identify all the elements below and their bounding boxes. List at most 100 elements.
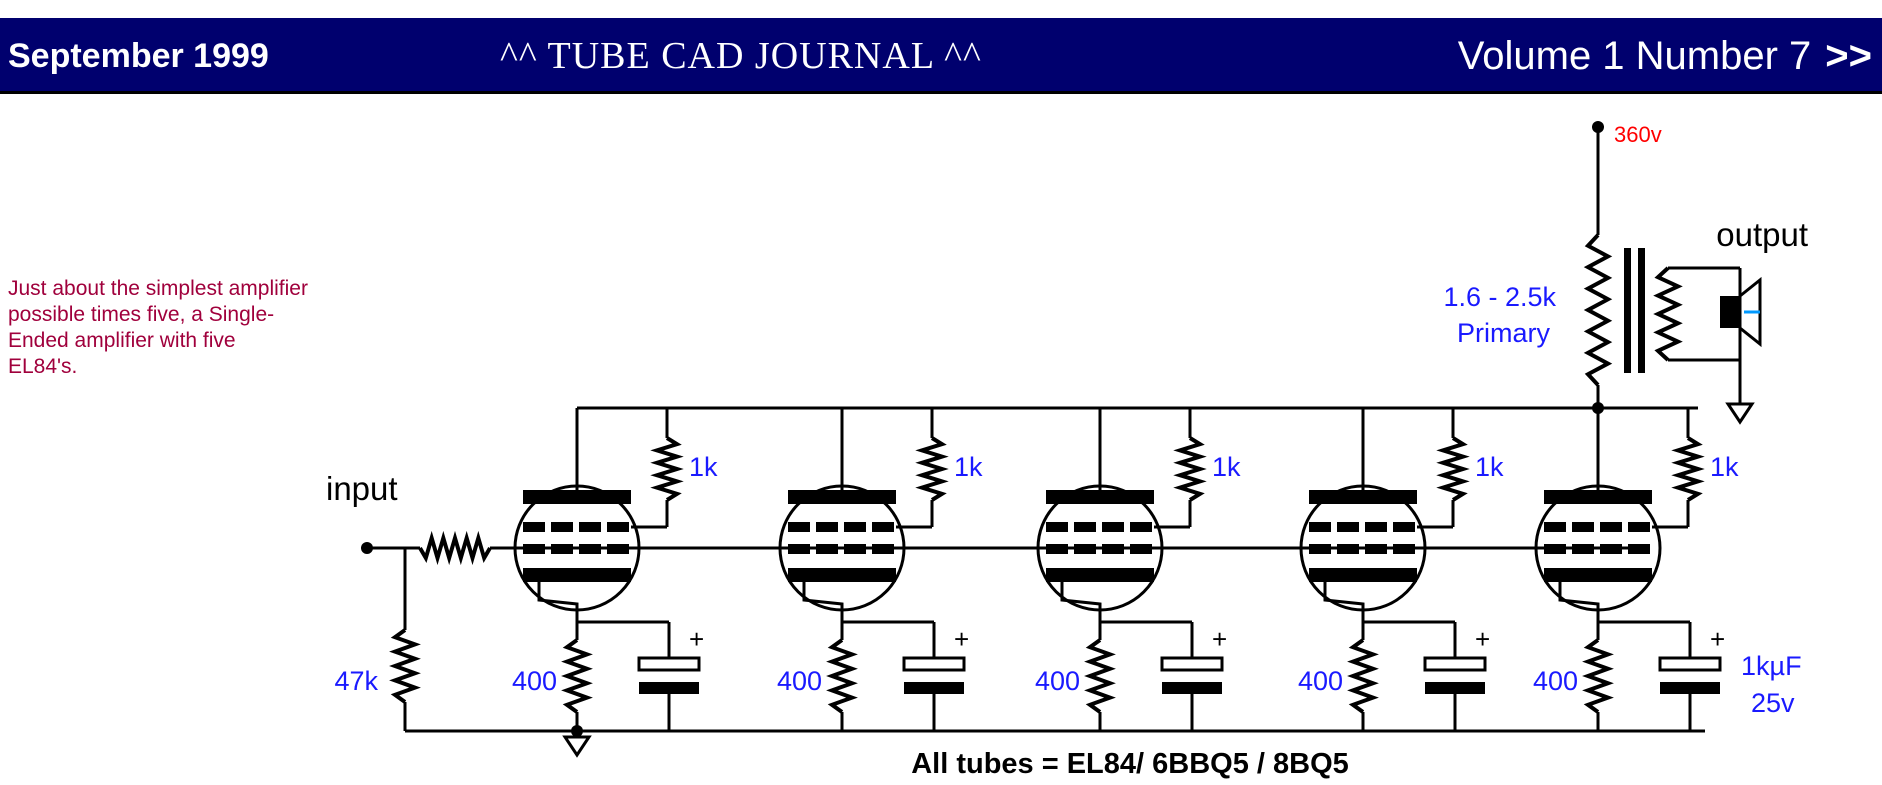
tube-stage-5 xyxy=(1534,408,1722,731)
screen-grid-dash xyxy=(523,522,545,532)
capacitor-plate xyxy=(1423,656,1487,672)
speaker-magnet xyxy=(1720,296,1740,328)
control-grid-dash xyxy=(579,544,601,554)
screen-resistor xyxy=(650,436,684,502)
transformer-core xyxy=(1624,248,1631,373)
screen-resistor-value: 1k xyxy=(1212,452,1241,482)
issue-number: Volume 1 Number 7 >> xyxy=(1458,18,1872,94)
screen-resistor-value: 1k xyxy=(954,452,983,482)
control-grid-dash xyxy=(1544,544,1566,554)
screen-resistor-value: 1k xyxy=(1475,452,1504,482)
control-grid-dash xyxy=(551,544,573,554)
tube-cathode xyxy=(1046,568,1154,582)
ground-symbol xyxy=(1725,398,1755,425)
capacitor-polarity: + xyxy=(689,624,704,654)
tube-stage-4 xyxy=(1299,408,1487,731)
tube-stage-1 xyxy=(513,408,701,731)
screen-grid-dash xyxy=(1337,522,1359,532)
control-grid-dash xyxy=(1102,544,1124,554)
cathode-resistor xyxy=(1347,638,1379,714)
transformer-primary xyxy=(1583,233,1613,387)
capacitor-plate xyxy=(1425,682,1485,694)
capacitor-polarity: + xyxy=(1212,624,1227,654)
screen-grid-dash xyxy=(1628,522,1650,532)
schematic-labels: 1k400+1k400+1k400+1k400+1k400+input47k36… xyxy=(326,122,1808,780)
primary-impedance: 1.6 - 2.5k xyxy=(1443,282,1556,312)
ground-triangle xyxy=(562,735,592,758)
screen-grid-dash xyxy=(872,522,894,532)
input-terminal xyxy=(361,542,373,554)
tube-plate xyxy=(1046,490,1154,504)
screen-grid-dash xyxy=(1365,522,1387,532)
screen-grid-dash xyxy=(788,522,810,532)
plate-junction xyxy=(1592,402,1604,414)
screen-grid-dash xyxy=(1393,522,1415,532)
description-text: Just about the simplest amplifier possib… xyxy=(8,277,308,378)
transformer-secondary xyxy=(1653,266,1683,362)
screen-grid-dash xyxy=(844,522,866,532)
capacitor-plate xyxy=(1658,656,1722,672)
grid-leak-value: 47k xyxy=(334,666,378,696)
cathode-resistor-value: 400 xyxy=(1298,666,1343,696)
screen-grid-dash xyxy=(1130,522,1152,532)
grid-leak-resistor xyxy=(389,628,421,704)
volume-number-text: Volume 1 Number 7 xyxy=(1457,34,1812,78)
control-grid-dash xyxy=(1365,544,1387,554)
tubes-note: All tubes = EL84/ 6BBQ5 / 8BQ5 xyxy=(911,748,1349,780)
tube-cathode xyxy=(1544,568,1652,582)
screen-grid-dash xyxy=(1074,522,1096,532)
control-grid-dash xyxy=(872,544,894,554)
tube-stage-3 xyxy=(1036,408,1224,731)
control-grid-dash xyxy=(1628,544,1650,554)
cathode-resistor-value: 400 xyxy=(1533,666,1578,696)
tube-cathode xyxy=(788,568,896,582)
screen-resistor xyxy=(915,436,949,502)
screen-grid-dash xyxy=(816,522,838,532)
header-banner: September 1999 ^^ TUBE CAD JOURNAL ^^ Vo… xyxy=(0,18,1882,94)
tube-plate xyxy=(1309,490,1417,504)
control-grid-dash xyxy=(523,544,545,554)
capacitor-plate xyxy=(1660,682,1720,694)
control-grid-dash xyxy=(1600,544,1622,554)
journal-title-link[interactable]: ^^ TUBE CAD JOURNAL ^^ xyxy=(500,35,982,77)
ground-symbol xyxy=(562,731,592,758)
tube-plate xyxy=(523,490,631,504)
control-grid-dash xyxy=(788,544,810,554)
control-grid-dash xyxy=(844,544,866,554)
cathode-resistor xyxy=(1084,638,1116,714)
next-page-link[interactable]: >> xyxy=(1825,34,1872,78)
control-grid-dash xyxy=(607,544,629,554)
transformer-core xyxy=(1638,248,1645,373)
grid-stopper-resistor xyxy=(418,530,492,566)
supply-voltage: 360v xyxy=(1614,122,1662,147)
screen-resistor xyxy=(1671,436,1705,502)
supply-node xyxy=(1592,121,1604,133)
speaker-cone xyxy=(1738,276,1762,348)
control-grid-dash xyxy=(1046,544,1068,554)
screen-grid-dash xyxy=(1102,522,1124,532)
capacitor-plate xyxy=(904,682,964,694)
schematic-wires xyxy=(367,127,1742,733)
screen-grid-dash xyxy=(1309,522,1331,532)
bypass-cap-voltage: 25v xyxy=(1751,688,1795,718)
capacitor-plate xyxy=(637,656,701,672)
screen-resistor-value: 1k xyxy=(689,452,718,482)
schematic-components xyxy=(361,121,1762,758)
capacitor-polarity: + xyxy=(1710,624,1725,654)
cathode-resistor xyxy=(1582,638,1614,714)
output-label: output xyxy=(1716,216,1808,253)
cathode-resistor xyxy=(561,638,593,714)
capacitor-polarity: + xyxy=(1475,624,1490,654)
tube-cathode xyxy=(523,568,631,582)
bypass-cap-value: 1kµF xyxy=(1741,651,1802,681)
capacitor-plate xyxy=(1160,656,1224,672)
screen-grid-dash xyxy=(551,522,573,532)
primary-label: Primary xyxy=(1457,318,1550,348)
control-grid-dash xyxy=(816,544,838,554)
tube-plate xyxy=(788,490,896,504)
control-grid-dash xyxy=(1572,544,1594,554)
screen-grid-dash xyxy=(1046,522,1068,532)
tube-cathode xyxy=(1309,568,1417,582)
screen-resistor xyxy=(1436,436,1470,502)
